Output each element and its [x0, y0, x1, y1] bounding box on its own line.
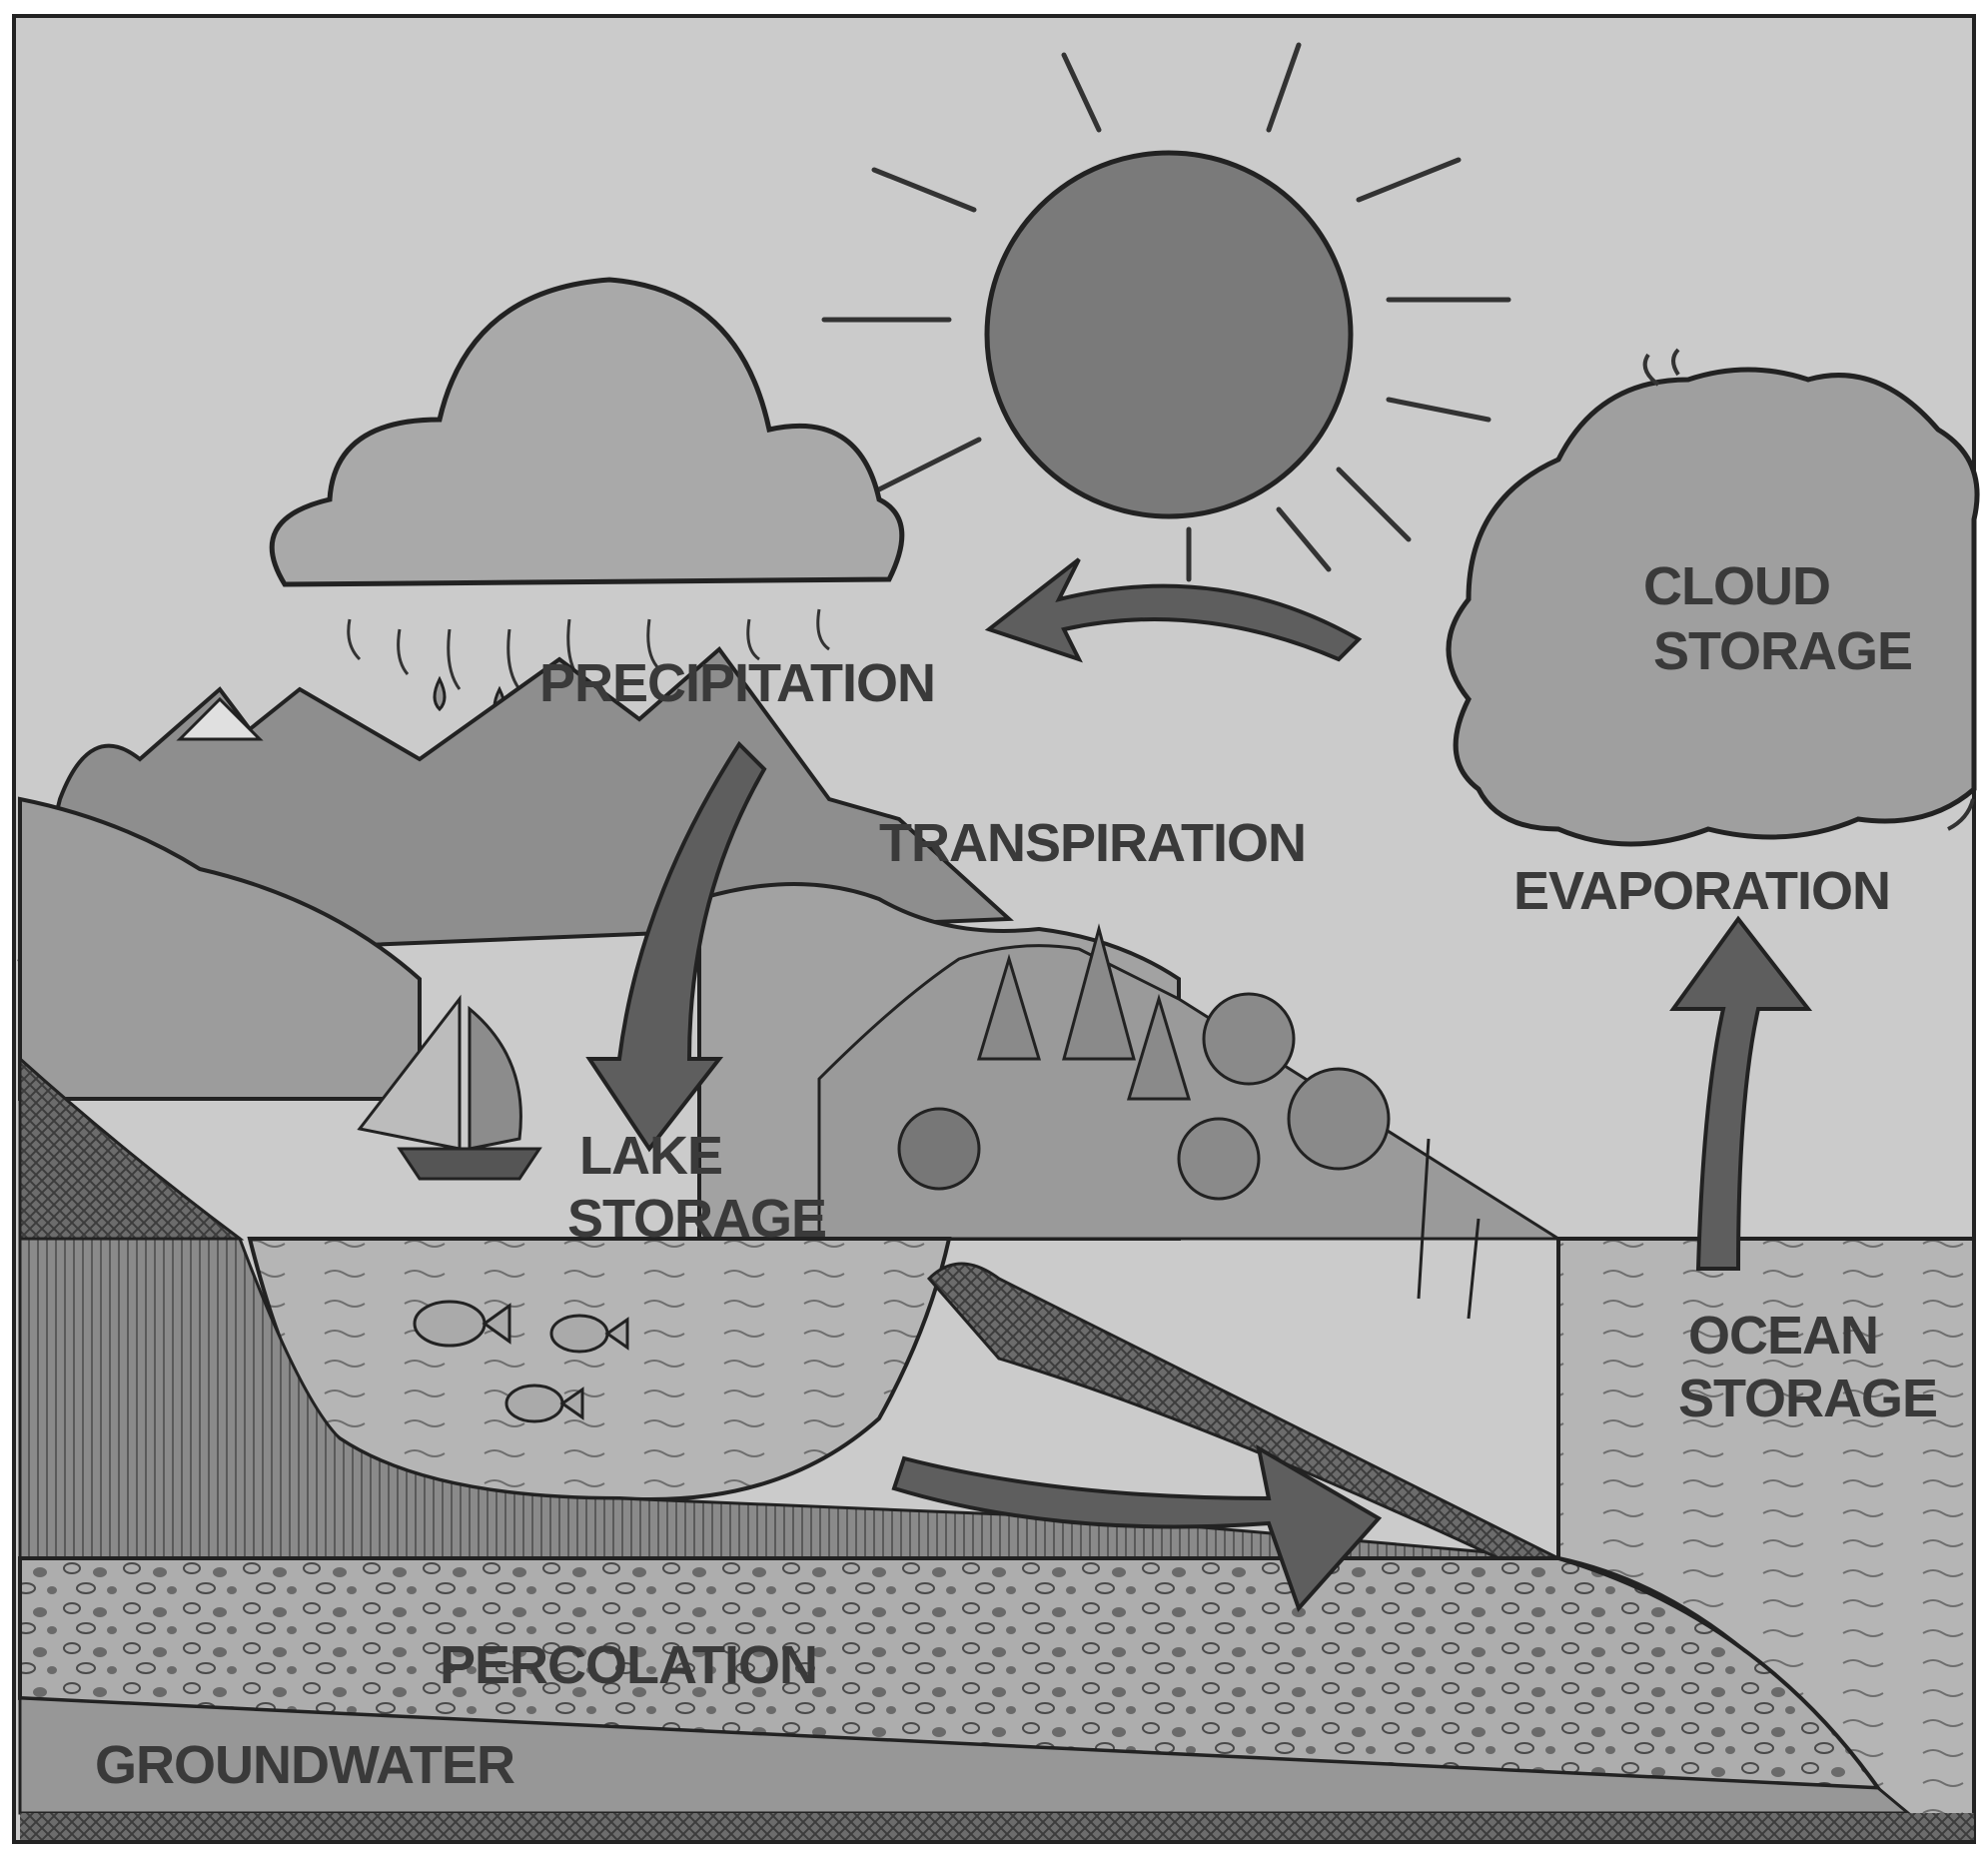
cloud-storage-label-line1: CLOUD: [1643, 556, 1830, 616]
bedrock: [20, 1813, 1974, 1840]
transpiration-label: TRANSPIRATION: [879, 813, 1306, 873]
lake-storage-label-line1: LAKE: [579, 1126, 722, 1186]
cloud-storage-label-line2: STORAGE: [1653, 621, 1912, 681]
lake-storage-label-line2: STORAGE: [567, 1189, 826, 1249]
evaporation-label: EVAPORATION: [1513, 861, 1890, 921]
precipitation-label: PRECIPITATION: [539, 653, 935, 713]
groundwater-label: GROUNDWATER: [95, 1735, 514, 1795]
ocean-storage-label-line1: OCEAN: [1688, 1306, 1878, 1366]
ocean-storage-label-line2: STORAGE: [1678, 1369, 1937, 1428]
percolation-label: PERCOLATION: [440, 1635, 817, 1695]
